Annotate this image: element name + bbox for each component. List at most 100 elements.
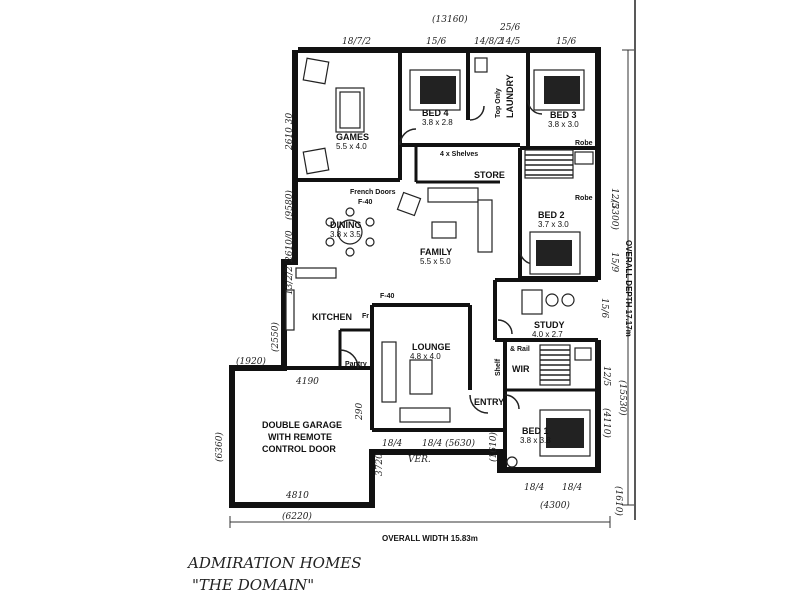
label-f40-dining: F-40 bbox=[358, 199, 373, 206]
label-top-only: Top Only bbox=[495, 88, 502, 118]
dim-garage-width: 4190 bbox=[295, 377, 319, 387]
caption-line1: ADMIRATION HOMES bbox=[186, 554, 362, 572]
furniture bbox=[285, 57, 594, 468]
dim-right-bed1b: (4110) bbox=[601, 408, 612, 438]
dim-top-bed3: 15/6 bbox=[556, 37, 576, 47]
dimension-texts: (13160) 18/7/2 15/6 14/8/2 14/5 25/6 15/… bbox=[214, 14, 633, 543]
room-size-bed4: 3.8 x 2.8 bbox=[422, 118, 453, 127]
label-shelves: 4 x Shelves bbox=[440, 151, 478, 158]
dim-bottom-bed1c: (4300) bbox=[540, 500, 570, 511]
label-french-doors: French Doors bbox=[350, 189, 396, 196]
study-chair bbox=[545, 293, 559, 307]
label-fridge: Fr bbox=[362, 313, 369, 320]
room-label-bed2: BED 2 bbox=[538, 210, 565, 220]
room-label-games: GAMES bbox=[336, 132, 369, 142]
room-size-games: 5.5 x 4.0 bbox=[336, 142, 367, 151]
dim-right-bed2c: (3300) bbox=[609, 200, 620, 230]
room-label-family: FAMILY bbox=[420, 247, 452, 257]
games-chair bbox=[302, 57, 330, 85]
dim-ver-c: 3720 bbox=[375, 453, 385, 476]
room-label-bed1: BED 1 bbox=[522, 426, 549, 436]
lounge-sofa bbox=[381, 341, 397, 403]
dim-ver-a: 18/4 bbox=[382, 439, 402, 449]
caption: ADMIRATION HOMES "THE DOMAIN" bbox=[186, 554, 362, 594]
family-chair bbox=[396, 191, 422, 217]
dim-ver-d: (1610) bbox=[488, 432, 499, 462]
dim-right-outer2: (1610) bbox=[613, 486, 624, 516]
room-size-family: 5.5 x 5.0 bbox=[420, 257, 451, 266]
dim-right-bed2b: 15/9 bbox=[609, 252, 619, 272]
kitchen-island bbox=[295, 267, 337, 279]
dim-top-games: 18/7/2 bbox=[342, 37, 371, 47]
dining-table bbox=[337, 219, 363, 245]
room-size-bed2: 3.7 x 3.0 bbox=[538, 220, 569, 229]
dim-top-bed4: 15/6 bbox=[426, 37, 446, 47]
label-f40-lounge: F-40 bbox=[380, 293, 395, 300]
dimension-lines bbox=[229, 49, 634, 528]
room-size-bed3: 3.8 x 3.0 bbox=[548, 120, 579, 129]
dim-left-kitchen: 13/2/2 bbox=[285, 266, 295, 295]
lounge-table bbox=[409, 359, 433, 395]
dim-right-bed1a: 12/5 bbox=[601, 366, 611, 386]
room-labels: GAMES 5.5 x 4.0 BED 4 3.8 x 2.8 LAUNDRY … bbox=[262, 74, 593, 465]
garage-label-line2: WITH REMOTE bbox=[268, 432, 332, 442]
room-label-pantry: Pantry bbox=[345, 361, 367, 368]
dim-left-kitchen2: (2550) bbox=[270, 322, 281, 352]
room-label-bed4: BED 4 bbox=[422, 108, 449, 118]
dim-right-bed2a: 12/5 bbox=[609, 188, 619, 208]
label-robe-bed3: Robe bbox=[575, 140, 593, 147]
laundry-tub bbox=[474, 57, 488, 73]
label-shelf-rail: & Rail bbox=[510, 346, 530, 353]
room-label-entry: ENTRY bbox=[474, 397, 504, 407]
caption-line2: "THE DOMAIN" bbox=[192, 576, 314, 594]
family-sofa bbox=[427, 187, 479, 203]
doors bbox=[339, 99, 543, 414]
dim-bottom-bed1a: 18/4 bbox=[524, 483, 544, 493]
plant bbox=[506, 456, 518, 468]
room-label-wir: WIR bbox=[512, 364, 530, 374]
room-size-dining: 3.8 x 3.5 bbox=[330, 230, 361, 239]
study-desk bbox=[521, 289, 543, 315]
room-label-kitchen: KITCHEN bbox=[312, 312, 352, 322]
room-label-study: STUDY bbox=[534, 320, 565, 330]
room-label-dining: DINING bbox=[330, 220, 362, 230]
interior-walls bbox=[284, 52, 598, 470]
bathroom-fixtures bbox=[524, 149, 574, 179]
garage-label-line3: CONTROL DOOR bbox=[262, 444, 336, 454]
dim-garage-right: 290 bbox=[355, 403, 365, 421]
dim-overall-width: OVERALL WIDTH 15.83m bbox=[382, 534, 478, 543]
family-table bbox=[431, 221, 457, 239]
room-size-lounge: 4.8 x 4.0 bbox=[410, 352, 441, 361]
dim-top-overall: (13160) bbox=[432, 14, 468, 25]
dim-left-dining2: 2610/0 bbox=[285, 230, 295, 263]
dim-top-laundry3: 25/6 bbox=[499, 23, 520, 33]
room-label-store: STORE bbox=[474, 170, 505, 180]
dim-bottom-bed1b: 18/4 bbox=[562, 483, 582, 493]
lounge-sofa bbox=[399, 407, 451, 423]
room-label-verandah: VER. bbox=[408, 455, 431, 465]
family-sofa bbox=[477, 199, 493, 253]
dim-left-garage-top: (1920) bbox=[236, 356, 266, 367]
room-size-study: 4.0 x 2.7 bbox=[532, 330, 563, 339]
games-chair bbox=[302, 147, 330, 175]
dim-top-laundry2: 14/5 bbox=[500, 37, 520, 47]
dim-top-laundry: 14/8/2 bbox=[474, 37, 503, 47]
dim-garage-bottom: 4810 bbox=[285, 491, 309, 501]
label-shelf: Shelf bbox=[495, 358, 502, 376]
dim-right-study: 15/6 bbox=[599, 298, 609, 318]
dim-left-garage: (6360) bbox=[214, 432, 225, 462]
room-size-bed1: 3.8 x 3.8 bbox=[520, 436, 551, 445]
label-robe-bed2: Robe bbox=[575, 195, 593, 202]
dim-left-dining: (9580) bbox=[284, 190, 295, 220]
garage-label-line1: DOUBLE GARAGE bbox=[262, 420, 342, 430]
dim-left-games: 2610 30 bbox=[285, 113, 295, 151]
dim-overall-depth: OVERALL DEPTH 17.17m bbox=[624, 240, 633, 337]
dim-garage-bottom2: (6220) bbox=[282, 511, 312, 522]
room-label-laundry: LAUNDRY bbox=[505, 74, 515, 118]
dim-right-outer: (15530) bbox=[617, 380, 628, 416]
dim-ver-b: 18/4 (5630) bbox=[422, 438, 475, 449]
room-label-bed3: BED 3 bbox=[550, 110, 577, 120]
outer-walls bbox=[229, 47, 601, 508]
